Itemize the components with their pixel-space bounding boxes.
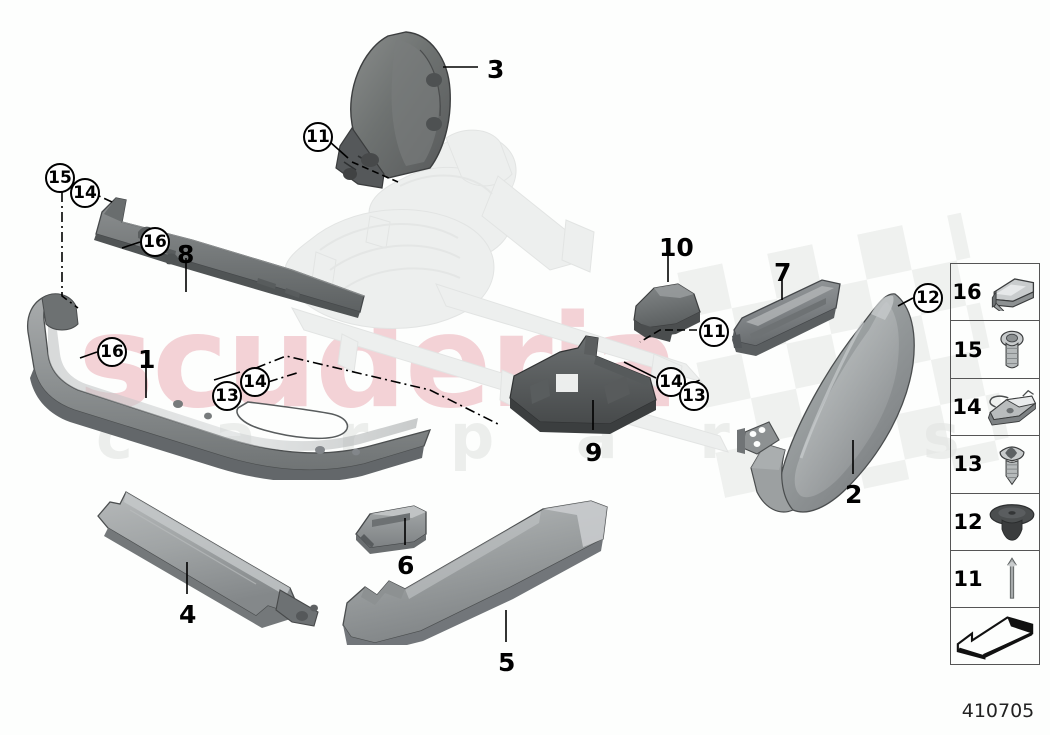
legend-row-12: 12 [951, 494, 1039, 551]
callout-6: 6 [397, 551, 415, 580]
pin-icon [985, 551, 1039, 607]
callout-13: 13 [212, 381, 242, 411]
legend-number: 15 [953, 337, 983, 362]
callout-16: 16 [97, 337, 127, 367]
fastener-legend: 16 15 14 13 12 11 [950, 263, 1040, 665]
callout-16: 16 [140, 227, 170, 257]
legend-row-11: 11 [951, 551, 1039, 609]
legend-number: 14 [952, 394, 982, 419]
legend-number: 11 [953, 567, 983, 592]
legend-number: 16 [952, 280, 982, 305]
flanged-screw-icon [985, 321, 1039, 377]
callout-2: 2 [845, 480, 863, 509]
legend-row-16: 16 [951, 264, 1039, 322]
callout-9: 9 [585, 438, 603, 467]
legend-row-14: 14 [951, 379, 1039, 437]
callout-13: 13 [679, 381, 709, 411]
legend-number: 13 [953, 452, 983, 477]
callout-11: 11 [303, 122, 333, 152]
spring-clip-icon [983, 264, 1039, 320]
legend-row-15: 15 [951, 321, 1039, 379]
diagram-part-number: 410705 [961, 700, 1035, 722]
sheet-metal-clip-icon [983, 379, 1039, 435]
callout-14: 14 [240, 367, 270, 397]
callout-10: 10 [659, 233, 694, 262]
expanding-rivet-icon [985, 494, 1039, 550]
legend-row-direction [951, 608, 1039, 665]
legend-number: 12 [953, 509, 983, 534]
callout-12: 12 [913, 283, 943, 313]
torx-pan-head-screw-icon [985, 436, 1039, 492]
callout-3: 3 [487, 55, 505, 84]
callout-8: 8 [177, 240, 195, 269]
callout-1: 1 [138, 345, 156, 374]
direction-arrow-icon [951, 608, 1039, 665]
callout-11: 11 [699, 317, 729, 347]
callout-14: 14 [70, 178, 100, 208]
callout-7: 7 [774, 258, 792, 287]
legend-row-13: 13 [951, 436, 1039, 494]
callout-4: 4 [179, 600, 197, 629]
callout-5: 5 [498, 648, 516, 677]
